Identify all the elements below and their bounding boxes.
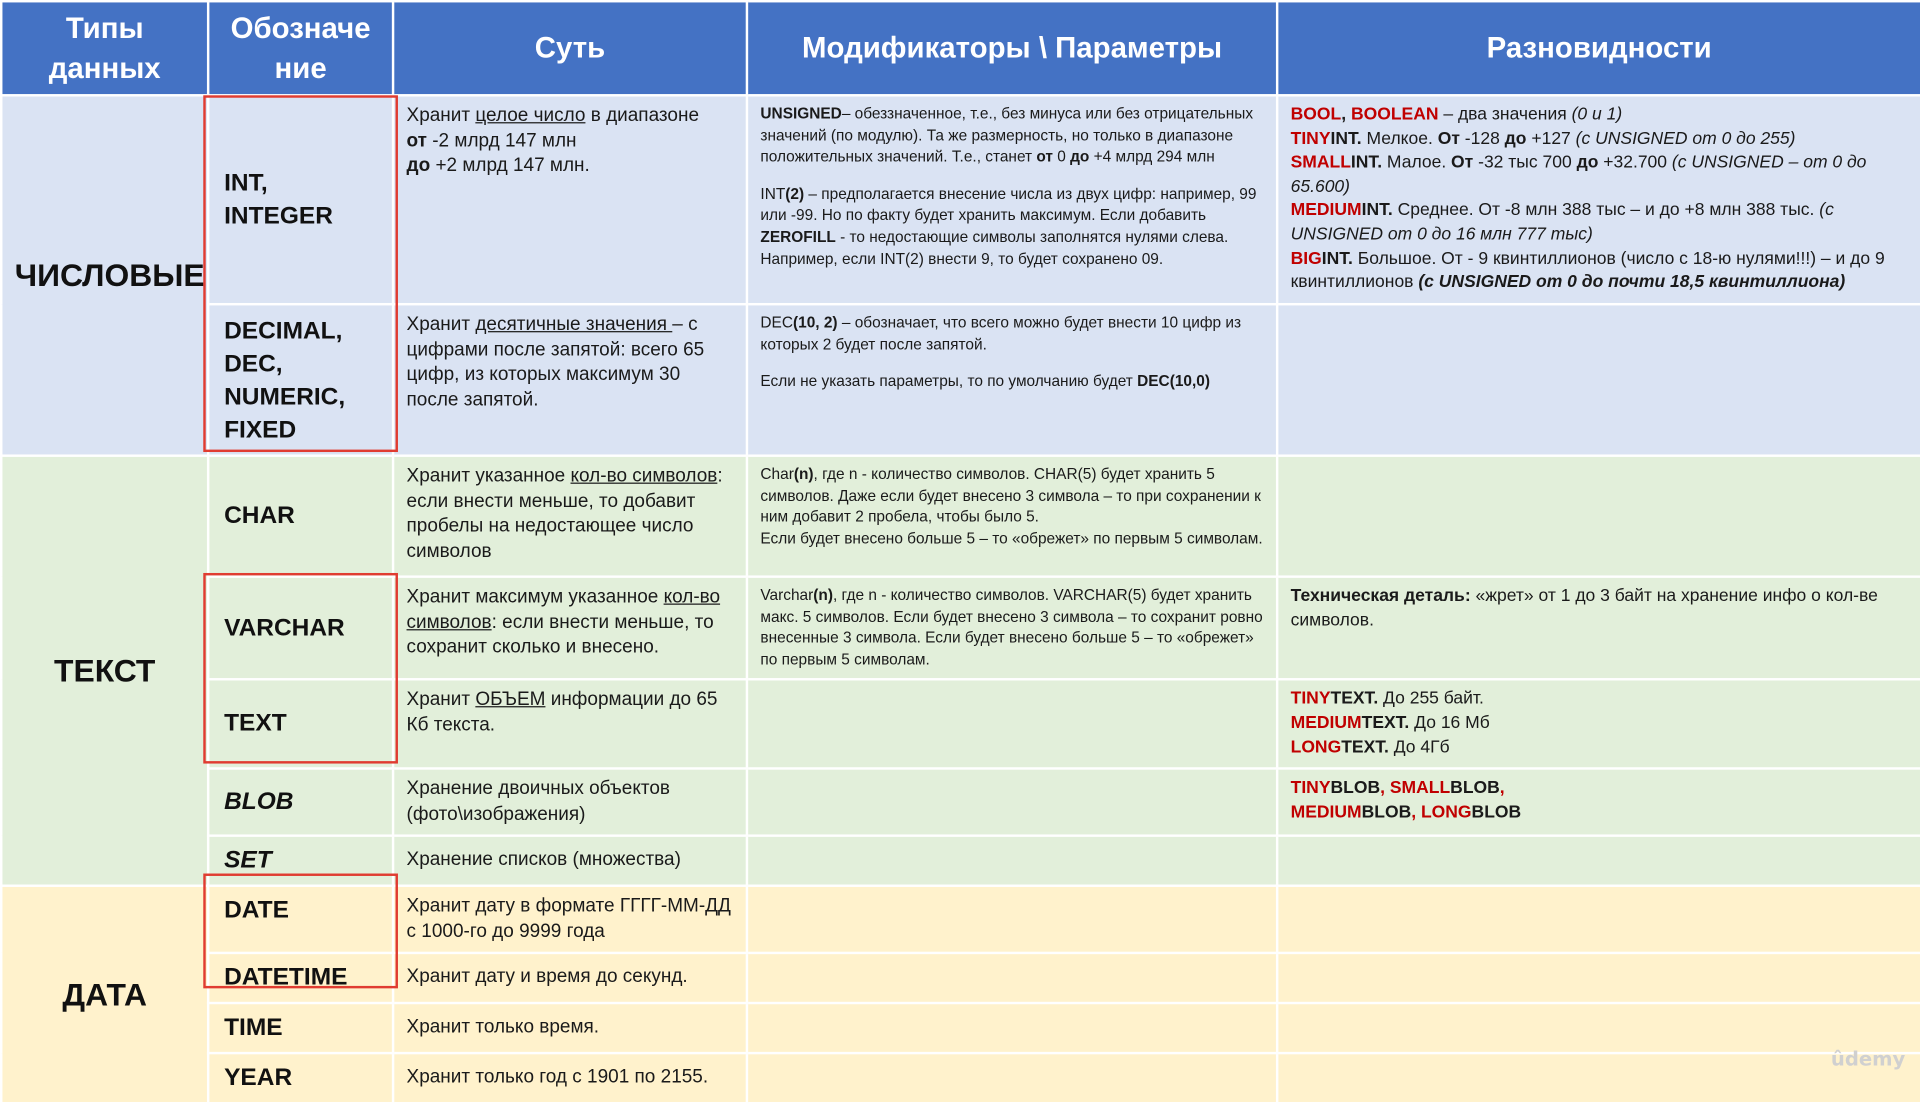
type-varchar: VARCHAR bbox=[206, 575, 395, 681]
variety-decimal bbox=[1275, 302, 1920, 457]
mods-varchar: Varchar(n), где n - количество символов.… bbox=[745, 575, 1279, 681]
mods-year bbox=[745, 1052, 1279, 1105]
essence-set: Хранение списков (множества) bbox=[391, 834, 749, 888]
table-row: VARCHAR Хранит максимум указанное кол-во… bbox=[1, 575, 1920, 681]
table-row: ЧИСЛОВЫЕ INT, INTEGER Хранит целое число… bbox=[0, 94, 1920, 457]
header-essence: Суть bbox=[391, 0, 749, 97]
mods-blob bbox=[745, 767, 1279, 838]
variety-set bbox=[1275, 834, 1920, 888]
variety-text: TINYTEXT. До 255 байт.MEDIUMTEXT. До 16 … bbox=[1275, 678, 1920, 770]
header-types: Типы данных bbox=[0, 0, 210, 97]
essence-datetime: Хранит дату и время до секунд. bbox=[391, 951, 749, 1005]
table-row: TEXT Хранит ОБЪЕМ информации до 65 Кб те… bbox=[1, 678, 1920, 770]
mods-date bbox=[745, 884, 1279, 955]
type-int: INT, INTEGER bbox=[206, 94, 395, 306]
header-designation: Обозначе ние bbox=[206, 0, 395, 97]
variety-char bbox=[1275, 454, 1920, 578]
type-char: CHAR bbox=[206, 454, 395, 578]
type-set: SET bbox=[206, 834, 395, 888]
variety-date bbox=[1275, 884, 1920, 955]
mods-text bbox=[745, 678, 1279, 770]
udemy-watermark-logo: ûdemy bbox=[1830, 1046, 1906, 1071]
essence-text: Хранит ОБЪЕМ информации до 65 Кб текста. bbox=[391, 678, 749, 770]
table-row: TIME Хранит только время. bbox=[1, 1001, 1920, 1055]
essence-blob: Хранение двоичных объектов (фото\изображ… bbox=[391, 767, 749, 838]
group-date: ДАТА bbox=[0, 884, 210, 1105]
table-row: YEAR Хранит только год с 1901 по 2155. bbox=[1, 1052, 1920, 1105]
table-row: ТЕКСТ CHAR Хранит указанное кол-во симво… bbox=[0, 454, 1920, 888]
type-decimal: DECIMAL, DEC, NUMERIC, FIXED bbox=[206, 302, 395, 457]
header-modifiers: Модификаторы \ Параметры bbox=[745, 0, 1279, 97]
variety-year bbox=[1275, 1052, 1920, 1105]
table-row: SET Хранение списков (множества) bbox=[1, 834, 1920, 888]
type-blob: BLOB bbox=[206, 767, 395, 838]
variety-int: BOOL, BOOLEAN – два значения (0 и 1)TINY… bbox=[1275, 94, 1920, 306]
type-datetime: DATETIME bbox=[206, 951, 395, 1005]
type-date: DATE bbox=[206, 884, 395, 955]
table-row: DATETIME Хранит дату и время до секунд. bbox=[1, 951, 1920, 1005]
table-row: ДАТА DATE Хранит дату в формате ГГГГ-ММ-… bbox=[0, 884, 1920, 1105]
variety-time bbox=[1275, 1001, 1920, 1055]
mods-char: Char(n), где n - количество символов. CH… bbox=[745, 454, 1279, 578]
essence-year: Хранит только год с 1901 по 2155. bbox=[391, 1052, 749, 1105]
variety-datetime bbox=[1275, 951, 1920, 1005]
type-time: TIME bbox=[206, 1001, 395, 1055]
group-text: ТЕКСТ bbox=[0, 454, 210, 888]
mods-int: UNSIGNED– обеззначенное, т.е., без минус… bbox=[745, 94, 1279, 306]
essence-char: Хранит указанное кол-во символов: если в… bbox=[391, 454, 749, 578]
essence-time: Хранит только время. bbox=[391, 1001, 749, 1055]
variety-blob: TINYBLOB, SMALLBLOB,MEDIUMBLOB, LONGBLOB bbox=[1275, 767, 1920, 838]
group-numeric: ЧИСЛОВЫЕ bbox=[0, 94, 210, 457]
mods-set bbox=[745, 834, 1279, 888]
essence-varchar: Хранит максимум указанное кол-во символо… bbox=[391, 575, 749, 681]
header-varieties: Разновидности bbox=[1275, 0, 1920, 97]
mods-datetime bbox=[745, 951, 1279, 1005]
type-year: YEAR bbox=[206, 1052, 395, 1105]
essence-date: Хранит дату в формате ГГГГ-ММ-ДД с 1000-… bbox=[391, 884, 749, 955]
mods-decimal: DEC(10, 2) – обозначает, что всего можно… bbox=[745, 302, 1279, 457]
essence-decimal: Хранит десятичные значения – с цифрами п… bbox=[391, 302, 749, 457]
table-row: DECIMAL, DEC, NUMERIC, FIXED Хранит деся… bbox=[1, 302, 1920, 457]
type-text: TEXT bbox=[206, 678, 395, 770]
variety-varchar: Техническая деталь: «жрет» от 1 до 3 бай… bbox=[1275, 575, 1920, 681]
mods-time bbox=[745, 1001, 1279, 1055]
table-row: BLOB Хранение двоичных объектов (фото\из… bbox=[1, 767, 1920, 838]
